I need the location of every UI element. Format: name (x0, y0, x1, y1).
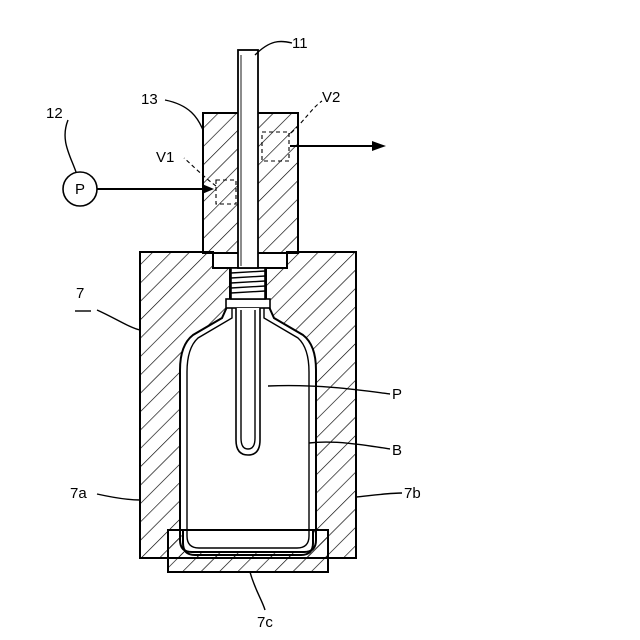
label-12: 12 (46, 105, 63, 122)
label-7: 7 (76, 285, 84, 302)
label-7a: 7a (70, 485, 87, 502)
pressure-source-symbol: P (75, 181, 85, 198)
exhaust-arrowhead (372, 141, 386, 151)
label-v1: V1 (156, 149, 174, 166)
preform-p (236, 308, 260, 455)
label-11: 11 (292, 35, 308, 52)
label-v2: V2 (322, 89, 340, 106)
neck-flange (226, 299, 270, 308)
label-b: B (392, 442, 402, 459)
label-7c: 7c (257, 614, 273, 631)
label-p: P (392, 386, 402, 403)
threaded-neck (231, 268, 265, 299)
label-7b: 7b (404, 485, 421, 502)
label-13: 13 (141, 91, 158, 108)
